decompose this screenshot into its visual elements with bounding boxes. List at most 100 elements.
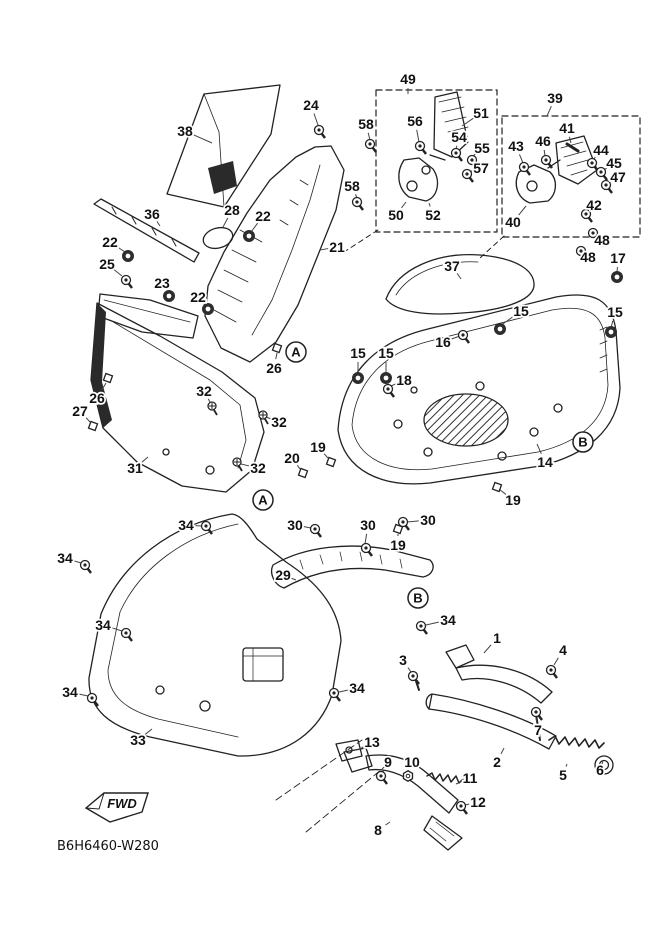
leader-line: [568, 136, 572, 144]
leader-line: [483, 644, 492, 654]
svg-text:B: B: [578, 435, 587, 450]
bolt-icon: [466, 154, 479, 169]
callout-15: 15: [607, 304, 623, 320]
leader-line: [536, 443, 542, 454]
leader-line: [455, 781, 462, 785]
bolt-icon: [397, 516, 410, 531]
bolt-icon: [120, 627, 133, 642]
leader-line: [425, 621, 440, 626]
leader-line: [535, 717, 538, 722]
panel-38: [166, 84, 281, 208]
leader-line: [73, 560, 82, 564]
callout-15: 15: [350, 345, 366, 361]
leader-line: [111, 627, 123, 632]
callout-13: 13: [364, 734, 380, 750]
leader-line: [406, 520, 420, 523]
callout-19: 19: [505, 492, 521, 508]
part-code: B6H6460-W280: [57, 839, 159, 854]
callout-24: 24: [303, 97, 319, 113]
bolt-icon: [545, 664, 558, 679]
leader-line: [357, 746, 365, 751]
callout-23: 23: [154, 275, 170, 291]
callout-44: 44: [593, 142, 609, 158]
callout-40: 40: [505, 214, 521, 230]
fwd-marker: FWD: [84, 792, 149, 823]
callout-33: 33: [130, 732, 146, 748]
leader-line: [156, 221, 161, 227]
callout-30: 30: [420, 512, 436, 528]
callout-25: 25: [99, 256, 115, 272]
clip-icon: [325, 456, 337, 468]
ref-marker-A: A: [252, 489, 274, 511]
callout-38: 38: [177, 123, 193, 139]
grommet-icon: [122, 250, 134, 262]
bolt-icon: [450, 147, 463, 162]
callout-26: 26: [266, 360, 282, 376]
bolt-icon: [79, 559, 92, 574]
leader-line: [319, 248, 329, 251]
leader-line: [407, 667, 412, 673]
callout-17: 17: [610, 250, 626, 266]
bolt-icon: [375, 770, 388, 785]
strip-36: [93, 198, 200, 263]
clip-icon: [271, 342, 283, 354]
bolt-icon: [455, 800, 468, 815]
ref-marker-B: B: [407, 587, 429, 609]
screw-icon: [258, 410, 269, 425]
projection-line: [275, 739, 363, 801]
callout-19: 19: [390, 537, 406, 553]
bolt-icon: [407, 670, 420, 685]
bolt-icon: [530, 706, 543, 721]
leader-line: [456, 273, 462, 280]
bolt-icon: [351, 196, 364, 211]
bolt-7-shank: [535, 713, 541, 741]
projection-line: [305, 763, 389, 833]
clip-icon: [87, 420, 99, 432]
leader-line: [275, 352, 278, 360]
callout-58: 58: [344, 178, 360, 194]
grommet-icon: [605, 326, 617, 338]
callout-7: 7: [534, 722, 542, 738]
callout-57: 57: [473, 160, 489, 176]
leader-line: [85, 417, 91, 423]
callout-51: 51: [473, 105, 489, 121]
bolt-icon: [414, 140, 427, 155]
callout-43: 43: [508, 138, 524, 154]
callout-27: 27: [72, 403, 88, 419]
callout-12: 12: [470, 794, 486, 810]
part-28: [202, 226, 234, 250]
callout-14: 14: [537, 454, 553, 470]
bolt-icon: [200, 520, 213, 535]
leader-line: [193, 134, 213, 144]
leader-line: [500, 747, 505, 755]
collar-6: [594, 755, 614, 775]
clip-icon: [491, 481, 503, 493]
bolt-icon: [364, 138, 377, 153]
callout-39: 39: [547, 90, 563, 106]
callout-5: 5: [559, 767, 567, 783]
leader-line: [461, 117, 474, 127]
leader-line: [250, 222, 259, 233]
callout-41: 41: [559, 120, 575, 136]
callout-19: 19: [310, 439, 326, 455]
callout-8: 8: [374, 822, 382, 838]
callout-6: 6: [596, 762, 604, 778]
spring-5: [548, 735, 605, 749]
callout-56: 56: [407, 113, 423, 129]
callout-26: 26: [89, 390, 105, 406]
leader-line: [367, 132, 371, 141]
callout-48: 48: [594, 232, 610, 248]
leader-line: [401, 201, 407, 209]
leader-line: [144, 728, 153, 735]
leader-line: [117, 246, 126, 253]
callout-9: 9: [384, 754, 392, 770]
leader-line: [296, 464, 301, 470]
callout-16: 16: [435, 334, 451, 350]
grommet-icon: [611, 271, 623, 283]
svg-text:B: B: [413, 591, 422, 606]
callout-29: 29: [275, 567, 291, 583]
bolt-icon: [518, 161, 531, 176]
callout-52: 52: [425, 207, 441, 223]
bolt-icon: [360, 542, 373, 557]
